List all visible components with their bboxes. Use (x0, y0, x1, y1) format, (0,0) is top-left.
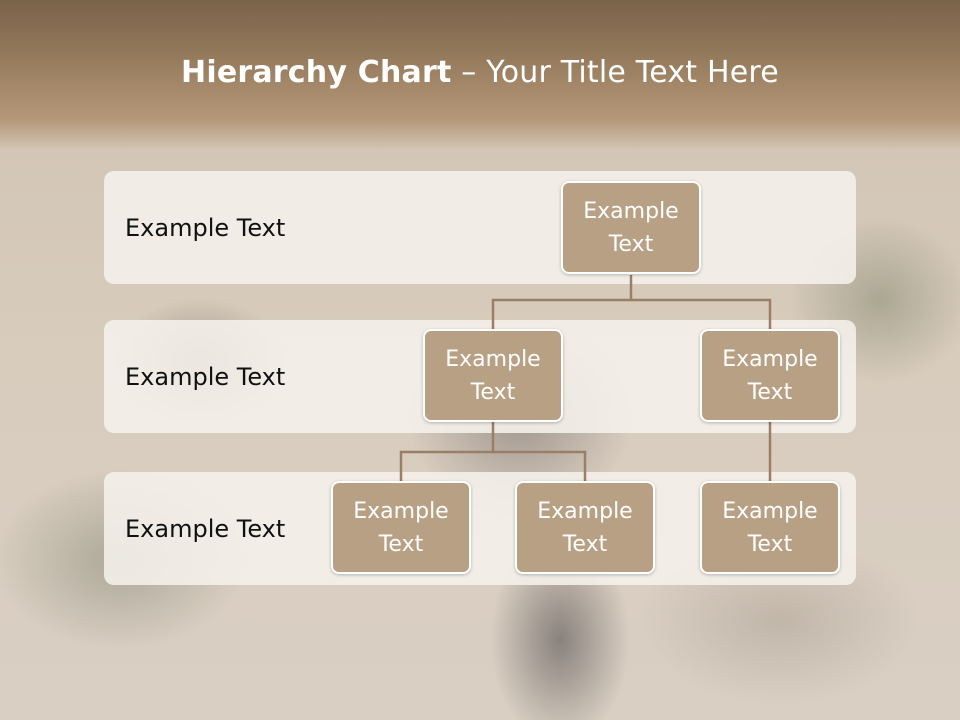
connector-left-a (399, 422, 495, 481)
level-label-3: Example Text (125, 514, 286, 543)
level-label-1: Example Text (125, 213, 286, 242)
title-rest: Your Title Text Here (486, 55, 779, 90)
node-root[interactable]: Example Text (561, 181, 701, 274)
node-level3-c[interactable]: Example Text (700, 481, 840, 574)
slide-title: Hierarchy Chart – Your Title Text Here (0, 55, 960, 90)
node-level3-a[interactable]: Example Text (331, 481, 471, 574)
connector-root-left (491, 275, 633, 329)
level-band-1 (104, 171, 856, 284)
node-level2-right[interactable]: Example Text (700, 329, 840, 422)
title-bold: Hierarchy Chart (181, 55, 452, 90)
title-bar (0, 0, 960, 150)
node-level3-b[interactable]: Example Text (515, 481, 655, 574)
level-label-2: Example Text (125, 362, 286, 391)
title-dash: – (451, 55, 487, 90)
node-level2-left[interactable]: Example Text (423, 329, 563, 422)
connector-left-b (493, 450, 587, 481)
connector-root-right (631, 298, 772, 329)
